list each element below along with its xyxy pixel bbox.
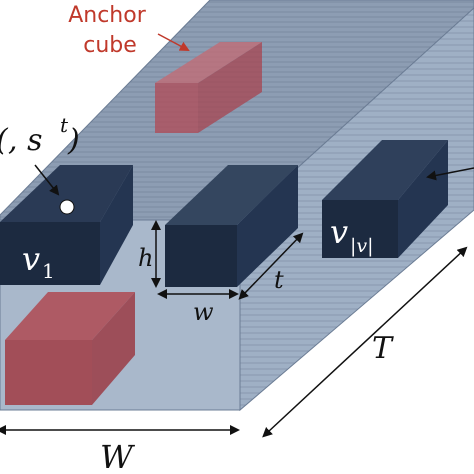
cube-v1: [0, 165, 133, 285]
v1-label-sub: 1: [42, 259, 55, 283]
v1-label-base: v: [22, 240, 40, 278]
point-label-sup: t: [60, 113, 69, 137]
T-dimension-line: [262, 246, 468, 438]
w-label: w: [193, 298, 214, 326]
t-label: t: [274, 266, 284, 294]
red-cube-bottom: [5, 292, 135, 405]
point-label-open: (: [0, 123, 9, 158]
anchor-label-line1: Anchor: [68, 3, 146, 28]
T-label: T: [372, 331, 394, 366]
point-label-close: ): [67, 123, 80, 158]
anchor-cube: [155, 42, 262, 133]
W-label: W: [100, 438, 136, 474]
point-arrow: [34, 164, 60, 196]
vlast-arrow: [426, 167, 474, 181]
anchor-label-line2: cube: [83, 33, 137, 58]
vlast-label-base: v: [330, 213, 348, 251]
point-label-tail: , s: [8, 123, 42, 158]
anchor-arrow: [157, 33, 190, 51]
sample-point: [59, 199, 75, 215]
vlast-label-sub: |v|: [350, 235, 374, 257]
h-label: h: [138, 244, 153, 272]
